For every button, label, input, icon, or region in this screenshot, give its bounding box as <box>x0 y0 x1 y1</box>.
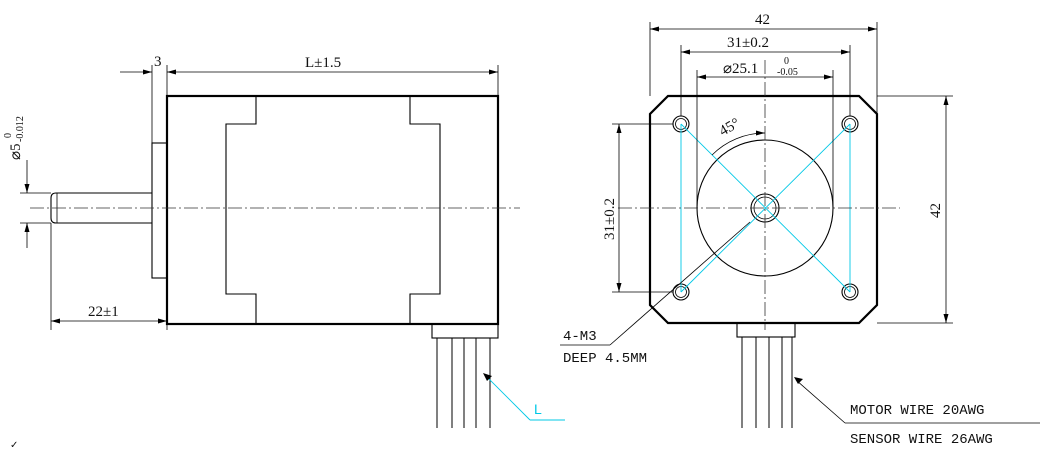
shaft-dia-label-group: ⌀5 0 -0.012 <box>3 116 26 160</box>
wire-callout-arrow <box>794 377 803 384</box>
wire-leader-side <box>484 374 531 421</box>
dia-arrow-top <box>24 184 30 193</box>
wire-label-side: L <box>534 401 542 417</box>
hole-callout-line2: DEEP 4.5MM <box>563 351 647 367</box>
hole-callout-line1: 4-M3 <box>563 329 597 345</box>
boss-dia-label: ⌀25.1 <box>723 61 758 77</box>
wire-bundle-side <box>436 338 491 428</box>
shaft-dia-tol-upper: 0 <box>3 133 14 138</box>
shaft-dia-tol-lower: -0.012 <box>15 116 26 142</box>
motor-wire-label: MOTOR WIRE 20AWG <box>850 403 984 419</box>
w42-arrow-right <box>868 26 877 32</box>
front-face <box>648 94 879 325</box>
body-step-left <box>225 96 257 324</box>
front-flange <box>151 142 168 279</box>
diag-2 <box>680 123 851 293</box>
w42-arrow-left <box>650 26 659 32</box>
shaft-arrow-left <box>51 318 60 324</box>
pitch-arrow-left <box>681 49 690 55</box>
wire-leader-arrow <box>483 373 492 381</box>
h42-arrow-bottom <box>943 314 949 323</box>
shaft-length-label: 22±1 <box>88 304 119 320</box>
hole-callout-leader <box>609 221 751 346</box>
pitch-arrow-right <box>841 49 850 55</box>
angle-arrow <box>756 130 765 136</box>
boss-tol-upper: 0 <box>784 56 789 67</box>
vpitch-arrow-bottom <box>616 283 622 292</box>
shaft-arrow-right <box>158 318 167 324</box>
body-arrow-right <box>489 69 498 75</box>
vpitch-arrow-top <box>616 124 622 133</box>
h42-arrow-top <box>943 96 949 105</box>
hole-pitch-h-label: 31±0.2 <box>727 35 769 51</box>
hole-pitch-v-label: 31±0.2 <box>602 198 618 240</box>
angle-label: 45° <box>717 115 743 139</box>
wire-bundle-front <box>741 337 793 428</box>
body-length-label: L±1.5 <box>305 55 341 71</box>
height-42-label: 42 <box>928 203 944 218</box>
front-wire-exit <box>736 322 796 338</box>
shaft-dia-label: ⌀5 <box>8 143 24 160</box>
sensor-wire-label: SENSOR WIRE 26AWG <box>850 432 993 448</box>
flange-thickness-label: 3 <box>154 54 162 70</box>
body-step-right <box>409 96 441 324</box>
motor-body <box>165 94 500 326</box>
shaft <box>50 192 152 224</box>
corner-mark: ✓ <box>10 440 18 450</box>
width-42-label: 42 <box>755 12 770 28</box>
dia-arrow-bottom <box>24 223 30 232</box>
wire-callout-leader <box>795 379 846 424</box>
boss-arrow-left <box>697 74 706 80</box>
angle-arc <box>711 132 766 156</box>
side-view: L 3 L±1.5 22±1 ⌀5 0 -0.012 ✓ <box>3 54 565 450</box>
wire-exit-block <box>431 323 499 339</box>
flange-arrow-left <box>143 69 152 75</box>
front-view: 45° 42 31±0.2 ⌀25.1 0 -0.05 31±0.2 <box>560 12 1040 448</box>
boss-arrow-right <box>824 74 833 80</box>
boss-tol-lower: -0.05 <box>777 67 798 78</box>
